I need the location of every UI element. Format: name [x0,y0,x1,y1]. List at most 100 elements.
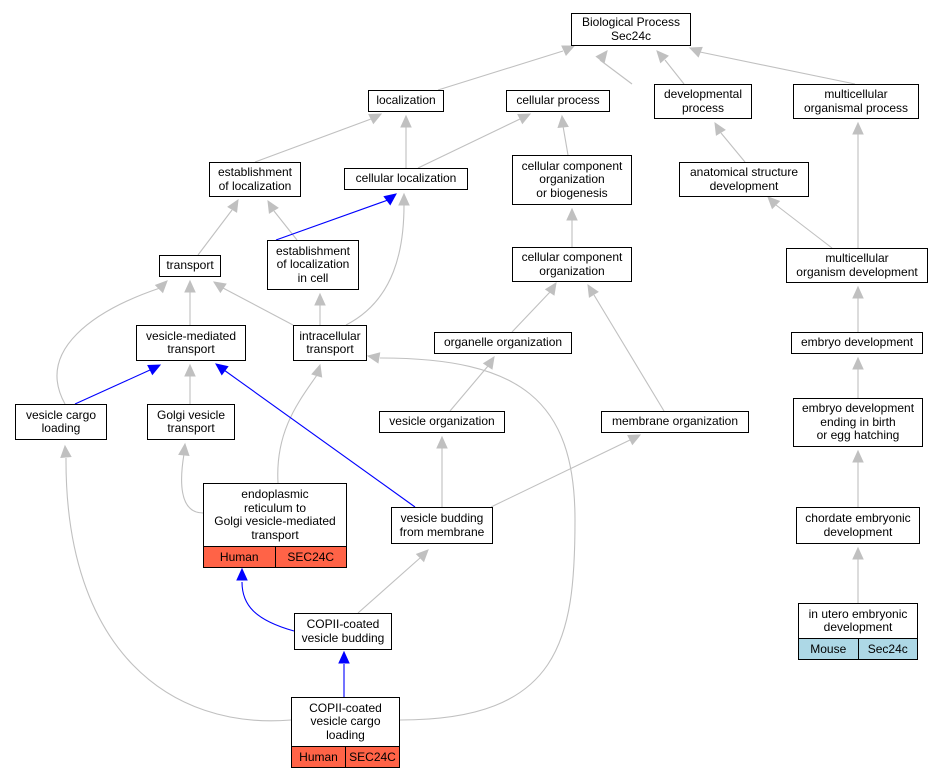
edge-copii-budding-to-er-golgi-highlight-arrowhead [236,567,248,581]
node-label: vesicle-mediated transport [145,328,237,356]
node-label: anatomical structure development [689,165,799,193]
edge-vesicle-budding-to-membrane-organization [490,439,631,508]
edge-localization-to-bp-arrowhead [561,45,576,57]
node-er-to-golgi-vesicle-mediated-transport[interactable]: endoplasmic reticulum to Golgi vesicle-m… [203,483,347,568]
node-label: vesicle organization [389,414,495,429]
edge-establishment-in-cell-to-cellular-localization-highlight-arrowhead [383,193,397,206]
edge-multicellular-organism-development-to-mop-arrowhead [852,121,864,135]
node-label: organelle organization [443,335,563,350]
node-label: cellular localization [355,171,457,186]
edge-establishment-of-localization-to-localization-arrowhead [368,113,383,125]
node-label: establishment of localization in cell [275,243,351,285]
node-label: multicellular organism development [796,251,918,279]
node-label: endoplasmic reticulum to Golgi vesicle-m… [214,487,336,542]
edge-copii-budding-to-vesicle-budding-arrowhead [415,549,429,563]
node-multicellular-organism-development[interactable]: multicellular organism development [786,248,928,283]
node-vesicle-mediated-transport[interactable]: vesicle-mediated transport [136,325,246,361]
edge-intracellular-to-cellular-localization [345,204,405,326]
node-vesicle-budding-from-membrane[interactable]: vesicle budding from membrane [391,507,493,544]
edge-vesicle-budding-to-vesicle-organization-arrowhead [436,435,448,449]
node-label: vesicle budding from membrane [399,511,485,539]
node-anatomical-structure-development[interactable]: anatomical structure development [679,162,809,197]
edge-intracellular-to-transport-arrowhead [212,281,227,294]
node-vesicle-organization[interactable]: vesicle organization [379,411,505,433]
node-multicellular-organismal-process[interactable]: multicellular organismal process [793,84,919,119]
edge-membrane-organization-to-cc-organization [593,294,665,412]
node-label: embryo development [800,335,914,350]
node-label: multicellular organismal process [803,87,909,115]
node-label: cellular component organization [521,250,623,278]
edge-localization-to-bp [437,50,564,91]
edge-transport-to-establishment-of-localization-arrowhead [227,198,239,213]
edge-vesicle-organization-to-organelle-organization [449,365,489,412]
edge-multicellular-organism-development-to-anatomical [775,204,833,249]
edge-chordate-to-embryo-birth-arrowhead [852,449,864,463]
node-vesicle-cargo-loading[interactable]: vesicle cargo loading [15,404,107,440]
node-cellular-localization[interactable]: cellular localization [344,168,468,190]
gene-tag: SEC24C [345,747,399,767]
node-biological-process[interactable]: Biological Process Sec24c [571,13,691,46]
edge-membrane-organization-to-cc-organization-arrowhead [587,283,599,298]
node-label: transport [166,258,214,273]
edge-intracellular-to-transport [222,287,294,326]
node-label: in utero embryonic development [808,606,908,634]
node-label: cellular process [516,93,600,108]
node-label: membrane organization [611,414,739,429]
node-label: embryo development ending in birth or eg… [801,401,915,443]
edge-vesicle-budding-to-membrane-organization-arrowhead [627,434,642,446]
edge-vesicle-organization-to-organelle-organization-arrowhead [482,355,495,370]
edge-vesicle-mediated-to-transport-arrowhead [184,279,196,293]
edge-golgi-vesicle-to-vesicle-mediated-arrowhead [184,363,196,377]
node-cellular-component-organization-or-biogenesis[interactable]: cellular component organization or bioge… [512,155,632,205]
node-in-utero-embryonic-development[interactable]: in utero embryonic development Mouse Sec… [798,603,918,660]
node-label: intracellular transport [299,328,361,356]
edge-vesicle-budding-to-vesicle-mediated-highlight-arrowhead [215,363,229,376]
node-label: localization [376,93,436,108]
edge-copii-budding-to-er-golgi-highlight [241,581,295,632]
node-developmental-process[interactable]: developmental process [654,84,752,119]
node-label: cellular component organization or bioge… [521,158,623,200]
edge-establishment-in-cell-to-establishment-of-localization [273,210,298,241]
edge-copii-cargo-to-vesicle-cargo-loading [65,457,292,722]
edge-establishment-of-localization-to-localization [254,118,372,163]
edge-vesicle-cargo-loading-to-vesicle-mediated-highlight [74,369,151,405]
edge-intracellular-to-establishment-in-cell-arrowhead [314,292,326,306]
node-cellular-process[interactable]: cellular process [506,90,610,112]
node-membrane-organization[interactable]: membrane organization [601,411,749,433]
gene-tag: Sec24c [857,639,917,659]
edge-copii-cargo-to-copii-budding-highlight-arrowhead [338,650,350,664]
node-golgi-vesicle-transport[interactable]: Golgi vesicle transport [147,404,235,440]
node-embryo-development-ending-in-birth[interactable]: embryo development ending in birth or eg… [793,398,923,447]
species-gene-tags: Human SEC24C [204,546,346,567]
node-copii-coated-vesicle-budding[interactable]: COPII-coated vesicle budding [294,613,392,650]
edge-cellular-process-to-bp-arrowhead [595,50,608,64]
species-tag: Mouse [799,639,858,659]
node-establishment-of-localization[interactable]: establishment of localization [209,162,301,197]
node-label: COPII-coated vesicle budding [301,617,385,645]
edge-establishment-in-cell-to-establishment-of-localization-arrowhead [267,199,279,214]
edge-copii-cargo-to-vesicle-cargo-loading-arrowhead [60,444,72,458]
node-label: COPII-coated vesicle cargo loading [309,700,382,742]
edge-er-golgi-to-intracellular-arrowhead [311,363,323,378]
node-label: chordate embryonic development [805,511,911,539]
node-embryo-development[interactable]: embryo development [791,332,923,354]
node-label: Biological Process Sec24c [581,15,681,43]
node-intracellular-transport[interactable]: intracellular transport [293,325,367,361]
node-chordate-embryonic-development[interactable]: chordate embryonic development [796,507,920,544]
species-gene-tags: Human SEC24C [292,746,399,767]
node-transport[interactable]: transport [159,255,221,277]
node-localization[interactable]: localization [368,90,444,112]
edge-multicellular-organism-development-to-anatomical-arrowhead [767,196,781,210]
edge-cellular-process-to-bp [599,59,633,85]
edge-cellular-localization-to-localization-arrowhead [400,114,412,128]
gene-tag: SEC24C [274,547,346,567]
species-tag: Human [204,547,275,567]
node-cellular-component-organization[interactable]: cellular component organization [512,247,632,282]
edge-cellular-localization-to-cellular-process-arrowhead [517,113,532,125]
edge-intracellular-to-cellular-localization-arrowhead [398,192,410,206]
node-copii-coated-vesicle-cargo-loading[interactable]: COPII-coated vesicle cargo loading Human… [291,697,400,768]
edge-in-utero-to-chordate-arrowhead [852,546,864,560]
node-organelle-organization[interactable]: organelle organization [434,332,572,354]
node-establishment-of-localization-in-cell[interactable]: establishment of localization in cell [267,240,359,290]
